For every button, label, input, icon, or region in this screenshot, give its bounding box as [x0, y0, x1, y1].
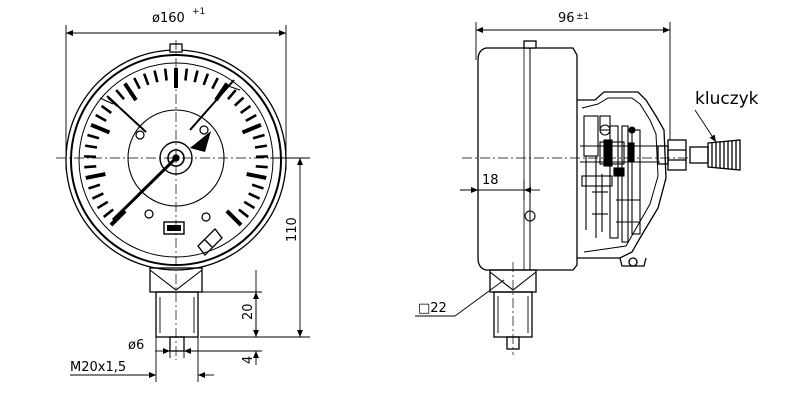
- scale-tick: [243, 200, 256, 210]
- contact-pointer-left: [106, 95, 147, 133]
- scale-tick: [246, 172, 267, 180]
- scale-tick: [211, 77, 219, 90]
- side-screw: [524, 210, 536, 222]
- scale-tick: [226, 89, 237, 101]
- scale-tick: [85, 172, 106, 180]
- scale-tick: [252, 133, 265, 140]
- scale-tick: [100, 104, 113, 115]
- scale-tick: [248, 192, 261, 200]
- needle-tip: [190, 131, 211, 152]
- stem: [657, 145, 669, 165]
- scale-tick: [84, 144, 98, 149]
- front-dimensions: [65, 25, 310, 382]
- contact-housing: [577, 91, 667, 259]
- scale-tick: [245, 113, 257, 123]
- scale-tick: [254, 144, 268, 149]
- scale-tick: [96, 200, 109, 210]
- wrench-size-label: □22: [418, 301, 447, 316]
- side-centerlines: [462, 157, 688, 355]
- depth-label: 96: [558, 11, 575, 26]
- diameter-label: ø160: [152, 11, 185, 26]
- scale-tick: [225, 209, 243, 227]
- tip-diameter-label: ø6: [128, 338, 144, 353]
- tip-fitting: [169, 336, 185, 352]
- contact-pointer-right: [189, 79, 235, 131]
- gland-nut: [667, 139, 687, 171]
- scale-tick: [88, 183, 101, 190]
- thread-fitting: [155, 291, 199, 338]
- key-socket: [197, 228, 223, 256]
- scale-tick: [184, 68, 189, 81]
- scale-tick: [251, 183, 264, 190]
- scale-tick: [239, 104, 252, 115]
- screw-right: [201, 212, 211, 222]
- scale-tick: [87, 133, 100, 140]
- thread-label: M20x1,5: [70, 360, 126, 375]
- scale-tick: [133, 77, 141, 90]
- tip-length-label: 4: [241, 356, 256, 364]
- dial-scale-ticks: [84, 68, 268, 227]
- side-casing: [477, 47, 578, 271]
- side-dimensions: [415, 22, 717, 317]
- thread-length-label: 20: [241, 303, 256, 320]
- scale-tick: [233, 96, 245, 107]
- key-icon: [689, 139, 741, 171]
- logo-box: [163, 221, 185, 235]
- scale-tick: [84, 164, 97, 169]
- screw-left: [144, 209, 154, 219]
- scale-tick: [95, 113, 107, 123]
- diameter-tolerance: +1: [192, 7, 205, 17]
- main-needle: [111, 156, 178, 222]
- scale-tick: [163, 68, 168, 81]
- scale-tick: [193, 70, 199, 83]
- scale-tick: [123, 82, 138, 102]
- scale-tick: [90, 122, 111, 135]
- height-label: 110: [285, 217, 300, 242]
- side-view: [477, 40, 741, 350]
- scale-tick: [115, 89, 126, 101]
- scale-tick: [153, 70, 159, 83]
- scale-tick: [241, 122, 262, 135]
- offset-label: 18: [482, 173, 499, 188]
- depth-tolerance: ±1: [576, 12, 589, 22]
- scale-tick: [202, 73, 210, 86]
- scale-tick: [238, 208, 250, 218]
- scale-tick: [102, 208, 114, 218]
- key-label: kluczyk: [695, 89, 759, 109]
- scale-tick: [109, 209, 127, 227]
- front-centerlines: [56, 40, 300, 360]
- mechanism: [580, 115, 660, 243]
- scale-tick: [91, 192, 104, 200]
- scale-tick: [255, 164, 268, 169]
- scale-tick: [142, 73, 150, 86]
